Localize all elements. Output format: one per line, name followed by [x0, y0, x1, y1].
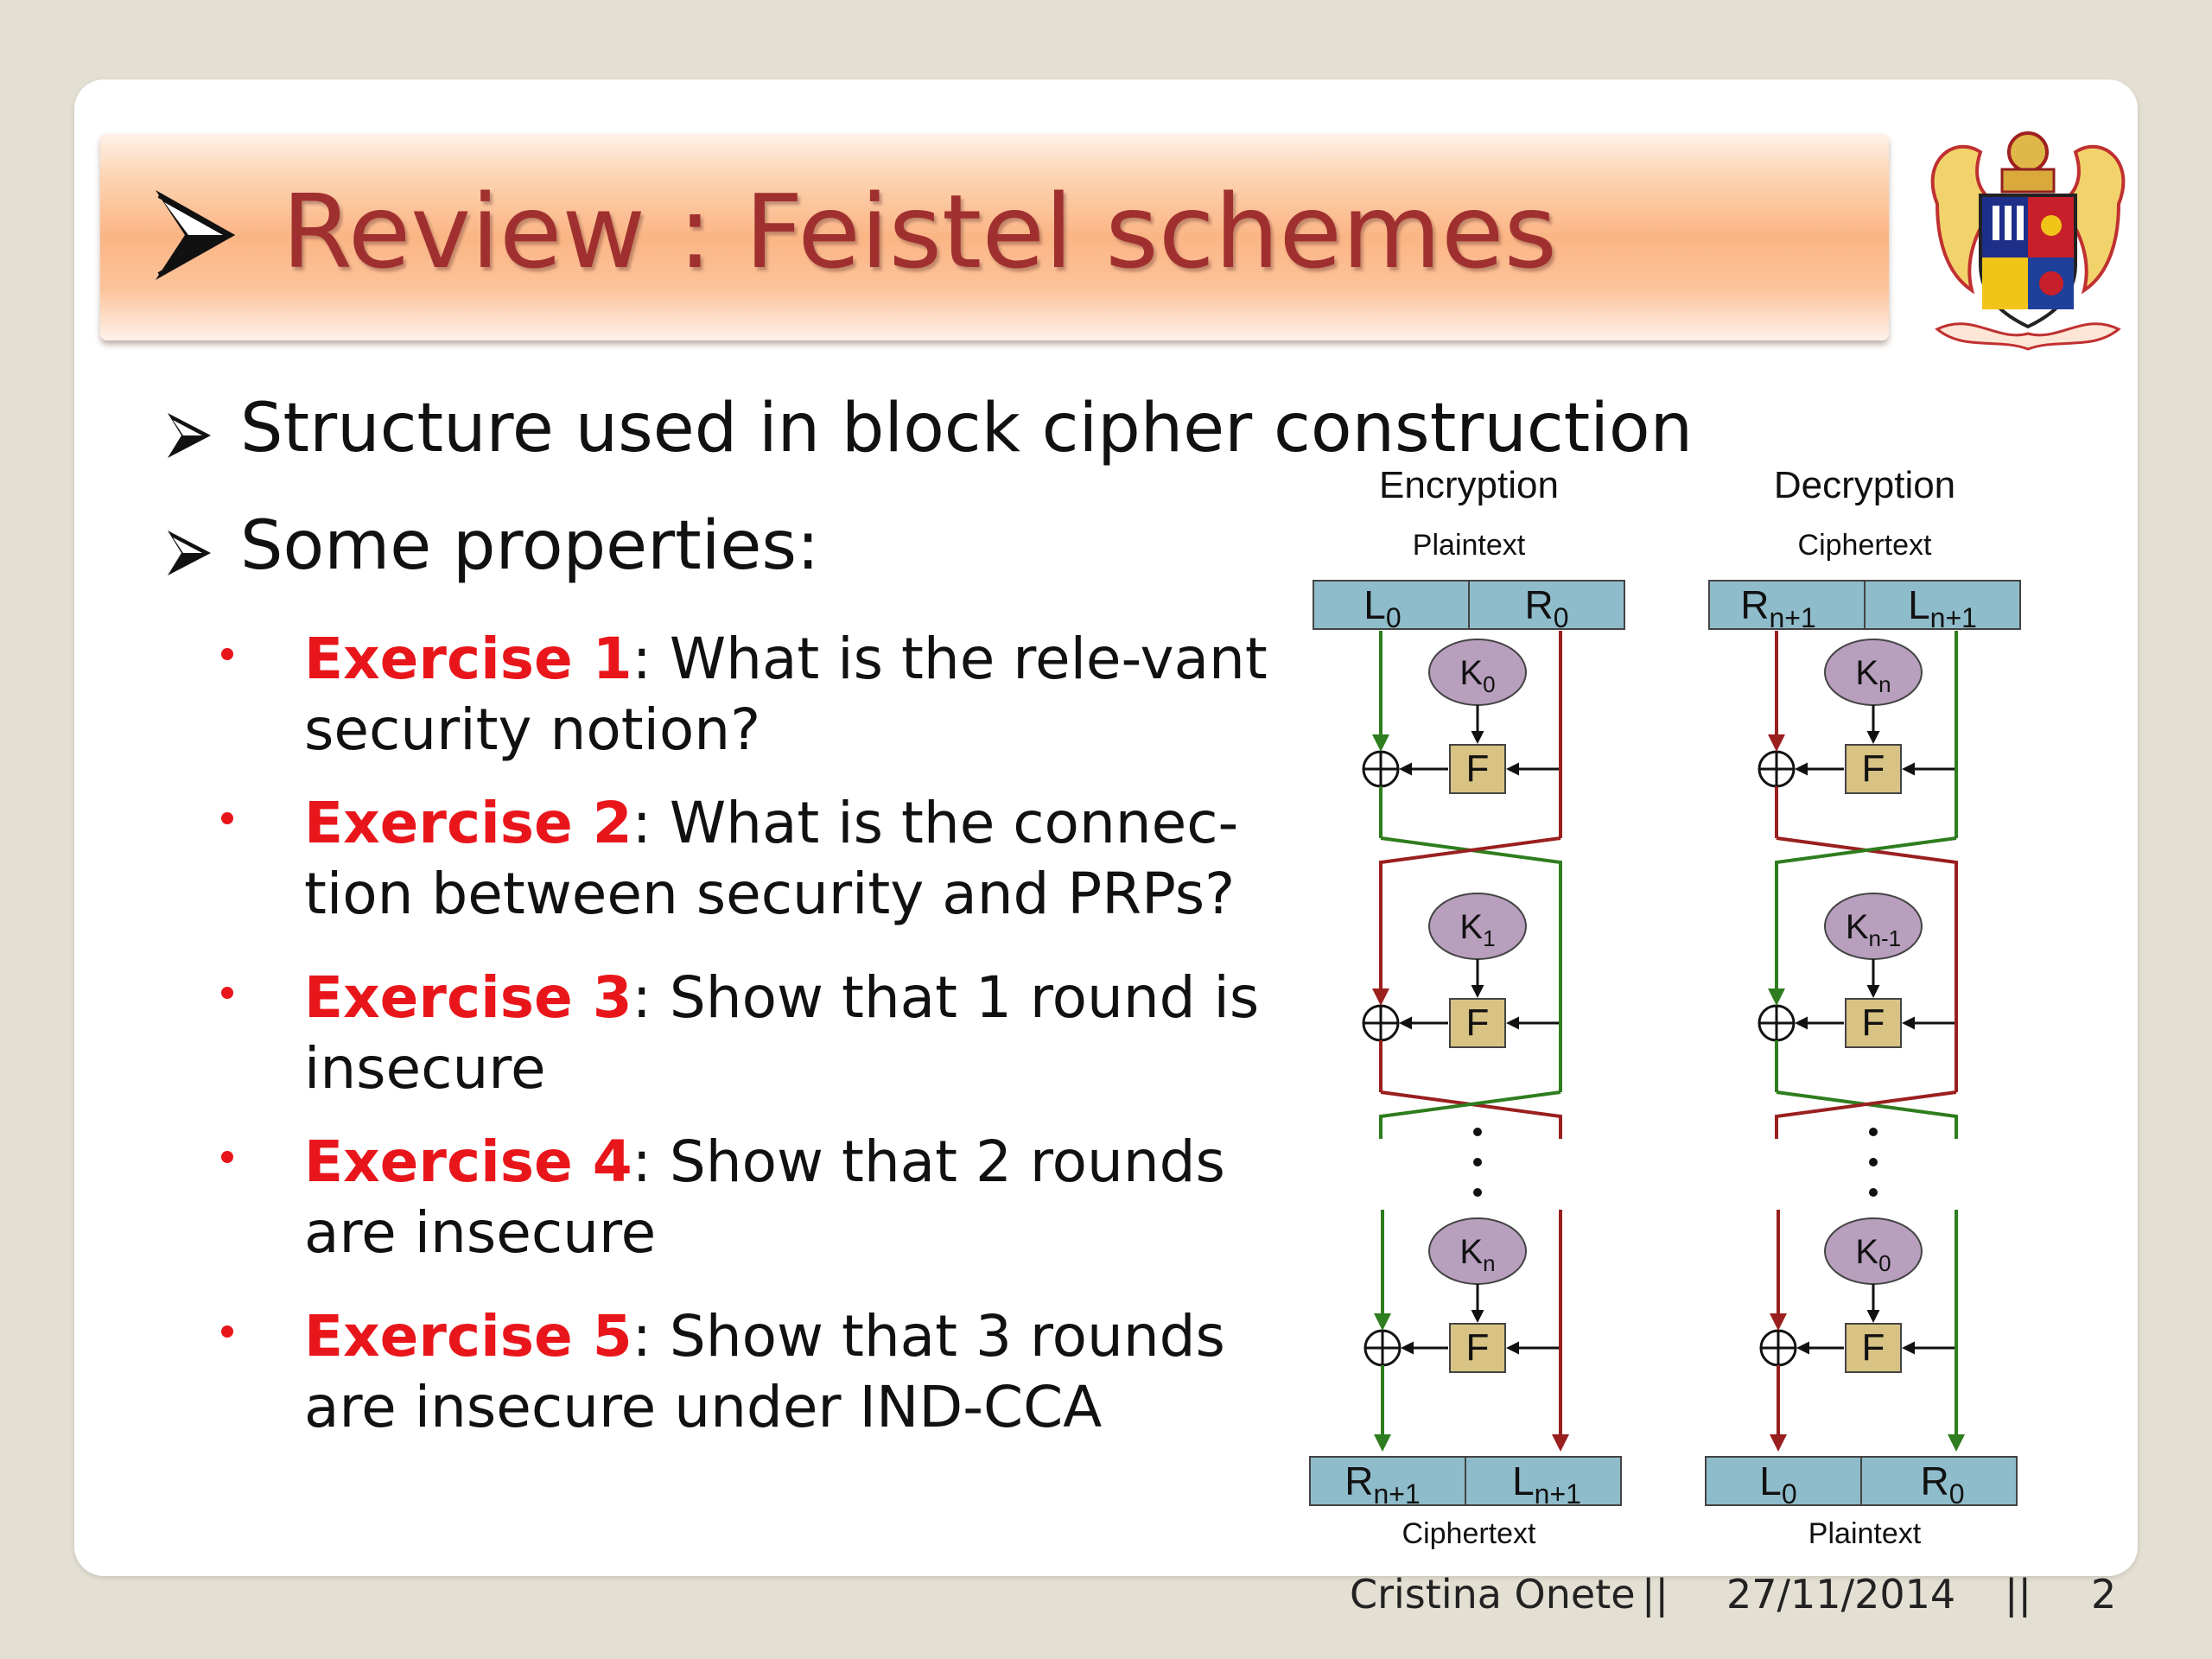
exercise-label: Exercise 4 [304, 1128, 632, 1195]
cross-line [1776, 836, 1958, 885]
exercise-label: Exercise 3 [304, 964, 632, 1031]
f-box [1449, 744, 1506, 794]
bullet-dot-icon [221, 987, 233, 999]
title-arrow-icon [156, 190, 236, 280]
cross-line [1380, 836, 1562, 885]
footer-separator: || [1642, 1571, 1669, 1618]
exercise-label: Exercise 2 [304, 790, 632, 856]
key-label: K1 [1459, 908, 1495, 951]
footer-author: Cristina Onete [1350, 1571, 1636, 1618]
f-box [1845, 744, 1902, 794]
footer-separator: || [2005, 1571, 2031, 1618]
diagram-label: Ciphertext [1798, 529, 1933, 562]
f-box [1449, 998, 1506, 1048]
exercise-4: Exercise 4: Show that 2 rounds are insec… [221, 1127, 1298, 1268]
title-bar: Review : Feistel schemes [100, 133, 1889, 340]
cross-line [1380, 1090, 1562, 1139]
bullet-text: Some properties: [240, 507, 820, 585]
f-label: F [1466, 1001, 1490, 1044]
diagram-label: Plaintext [1808, 1517, 1922, 1550]
ellipsis-dot [1869, 1188, 1878, 1197]
exercise-label: Exercise 1 [304, 626, 632, 692]
exercise-label: Exercise 5 [304, 1303, 632, 1370]
ellipsis-dot [1869, 1158, 1878, 1166]
cross-line [1379, 836, 1561, 885]
bullet-dot-icon [221, 812, 233, 824]
f-label: F [1862, 1001, 1885, 1044]
f-label: F [1862, 1326, 1885, 1369]
footer-page-number: 2 [2091, 1571, 2117, 1618]
diagram-label: Plaintext [1413, 529, 1526, 562]
coat-of-arms-icon [1920, 126, 2136, 359]
bullet-arrow-icon [168, 413, 211, 458]
bullet-dot-icon [221, 1151, 233, 1163]
diagram-title: Encryption [1379, 467, 1559, 506]
f-box [1845, 1323, 1902, 1373]
cross-line [1775, 1090, 1957, 1139]
f-label: F [1466, 747, 1490, 790]
ellipsis-dot [1473, 1188, 1482, 1197]
diagram-label: Ciphertext [1402, 1517, 1537, 1550]
slide-title: Review : Feistel schemes [282, 172, 1557, 291]
cross-line [1379, 1090, 1561, 1139]
exercise-text: : What is the connec-tion between securi… [304, 790, 1239, 927]
footer-date: 27/11/2014 [1726, 1571, 1956, 1618]
exercise-1: Exercise 1: What is the rele-vant securi… [221, 624, 1298, 766]
bullet-text: Structure used in block cipher construct… [240, 390, 1694, 467]
exercise-text: : What is the rele-vant security notion? [304, 626, 1268, 763]
ellipsis-dot [1473, 1128, 1482, 1136]
exercise-text: : Show that 1 round is insecure [304, 964, 1260, 1102]
bullet-arrow-icon [168, 531, 211, 575]
f-box [1449, 1323, 1506, 1373]
f-label: F [1862, 747, 1885, 790]
exercise-5: Exercise 5: Show that 3 rounds are insec… [221, 1301, 1298, 1443]
cross-line [1775, 836, 1957, 885]
exercise-2: Exercise 2: What is the connec-tion betw… [221, 788, 1298, 930]
exercise-text: : Show that 3 rounds are insecure under … [304, 1303, 1225, 1440]
f-label: F [1466, 1326, 1490, 1369]
exercise-text: : Show that 2 rounds are insecure [304, 1128, 1225, 1266]
ellipsis-dot [1473, 1158, 1482, 1166]
f-box [1845, 998, 1902, 1048]
bullet-dot-icon [221, 1325, 233, 1338]
cross-line [1776, 1090, 1958, 1139]
ellipsis-dot [1869, 1128, 1878, 1136]
bullet-dot-icon [221, 648, 233, 660]
diagram-title: Decryption [1774, 467, 1955, 506]
exercise-3: Exercise 3: Show that 1 round is insecur… [221, 963, 1298, 1104]
